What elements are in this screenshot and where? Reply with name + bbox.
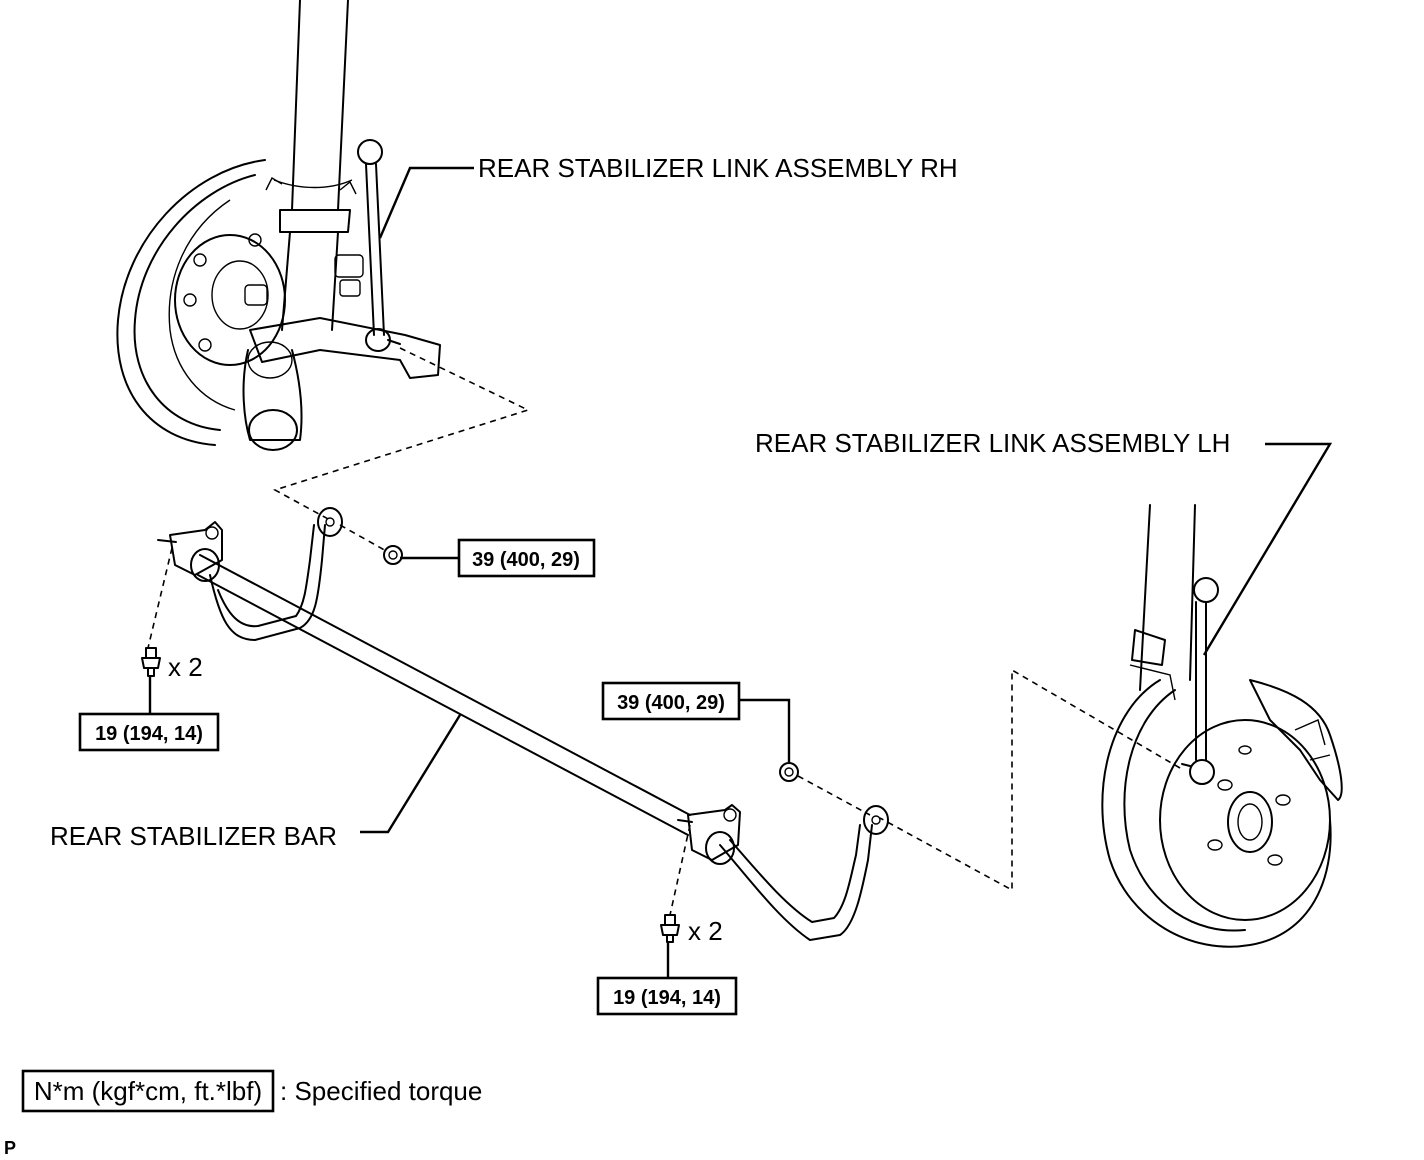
label-link-rh: REAR STABILIZER LINK ASSEMBLY RH: [478, 153, 958, 183]
nut-rh-icon: [383, 545, 403, 565]
svg-text:19 (194, 14): 19 (194, 14): [613, 987, 721, 1009]
bolt-rh-icon: [141, 647, 161, 677]
label-stabilizer-bar: REAR STABILIZER BAR: [50, 821, 337, 851]
torque-legend: N*m (kgf*cm, ft.*lbf) : Specified torque: [21, 1069, 482, 1113]
legend-description: : Specified torque: [280, 1076, 482, 1106]
qty-bolt-rh: x 2: [168, 652, 203, 682]
corner-code: P: [4, 1138, 16, 1158]
torque-bolt-rh: 19 (194, 14): [78, 712, 220, 752]
legend-unit: N*m (kgf*cm, ft.*lbf): [34, 1076, 262, 1106]
svg-text:39 (400, 29): 39 (400, 29): [617, 692, 725, 714]
stabilizer-bar-illustration: [141, 507, 889, 943]
svg-text:19 (194, 14): 19 (194, 14): [95, 723, 203, 745]
torque-nut-rh: 39 (400, 29): [457, 538, 596, 578]
nut-lh-icon: [779, 762, 799, 782]
leader-lines: [148, 166, 1333, 978]
torque-bolt-lh: 19 (194, 14): [596, 976, 738, 1016]
svg-text:39 (400, 29): 39 (400, 29): [472, 549, 580, 571]
torque-nut-lh: 39 (400, 29): [601, 681, 741, 721]
assembly-guide-lines: [147, 347, 1181, 916]
lh-suspension-illustration: [1101, 504, 1343, 948]
label-link-lh: REAR STABILIZER LINK ASSEMBLY LH: [755, 428, 1230, 458]
bolt-lh-icon: [660, 914, 680, 943]
rh-suspension-illustration: [116, 0, 441, 451]
qty-bolt-lh: x 2: [688, 916, 723, 946]
